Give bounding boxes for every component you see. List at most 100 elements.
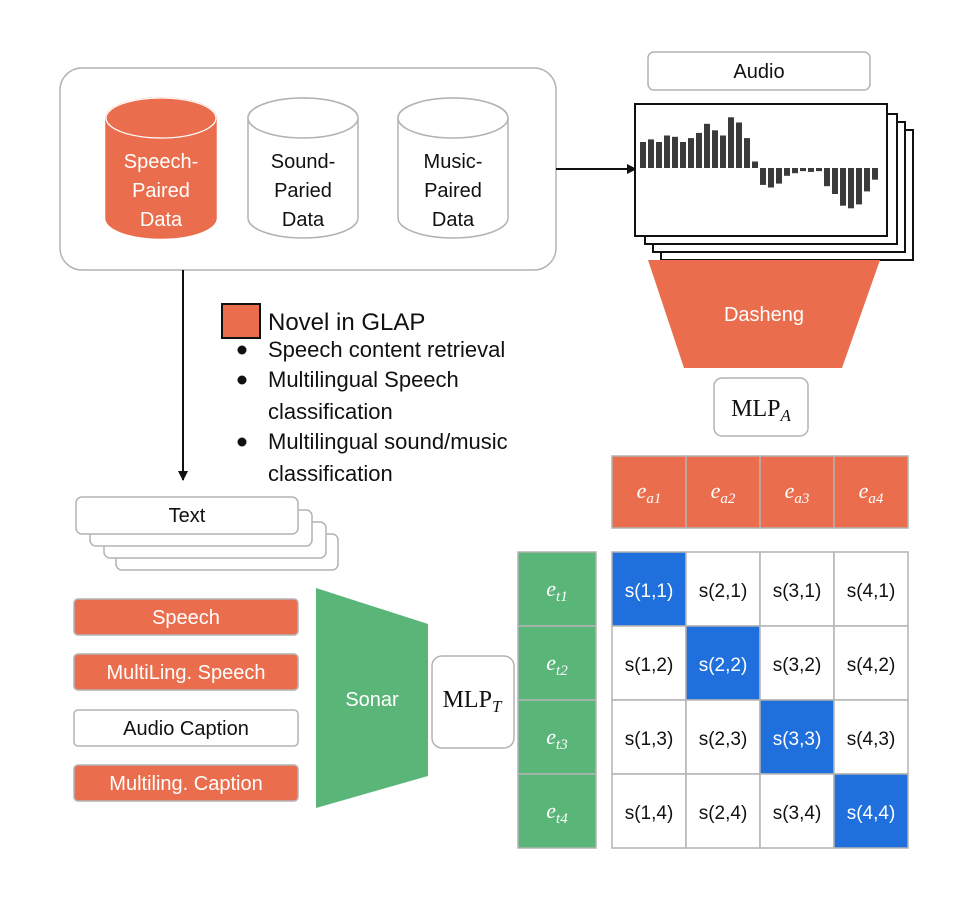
waveform-bar (752, 161, 758, 168)
audio-embedding-4: ea4 (833, 455, 909, 529)
text-category-label: MultiLing. Speech (107, 662, 266, 684)
similarity-value: s(3,2) (773, 655, 822, 676)
audio-embeddings-row: ea1 ea2 ea3 ea4 (611, 455, 909, 529)
embedding-label: et2 (546, 650, 568, 679)
bullet-dot (237, 375, 247, 385)
mlp-text-label: MLPT (443, 687, 503, 716)
embedding-label: et3 (546, 724, 567, 753)
similarity-cell: s(1,4) (611, 773, 687, 849)
waveform-bar (768, 168, 774, 188)
text-stack: Text (75, 496, 339, 571)
waveform-bar (760, 168, 766, 185)
waveform-bar (776, 168, 782, 184)
waveform-bar (704, 123, 710, 168)
waveform-bar (680, 142, 686, 168)
waveform-bar (688, 138, 694, 168)
waveform-bar (640, 142, 646, 168)
waveform-bar (792, 168, 798, 174)
similarity-cell: s(3,4) (759, 773, 835, 849)
embedding-label: et1 (546, 576, 567, 605)
text-category-label: Audio Caption (123, 718, 249, 740)
waveform-bar (728, 117, 734, 168)
similarity-value: s(1,3) (625, 729, 674, 750)
text-category-2: MultiLing. Speech (73, 653, 299, 691)
bullet-text: Multilingual sound/music (268, 429, 508, 454)
waveform-bar (744, 138, 750, 168)
waveform-bar (648, 139, 654, 168)
similarity-cell: s(1,3) (611, 699, 687, 775)
waveform-bar (784, 168, 790, 176)
waveform-bar (712, 130, 718, 168)
text-category-label: Multiling. Caption (109, 773, 262, 795)
audio-embedding-2: ea2 (685, 455, 761, 529)
text-embedding-1: et1 (517, 551, 597, 627)
similarity-cell: s(2,1) (685, 551, 761, 627)
similarity-cell: s(1,2) (611, 625, 687, 701)
waveform-bar (856, 168, 862, 205)
bullet-text: Multilingual Speech (268, 367, 459, 392)
audio-embedding-1: ea1 (611, 455, 687, 529)
similarity-cell: s(2,2) (685, 625, 761, 701)
similarity-cell: s(4,3) (833, 699, 909, 775)
similarity-value: s(1,4) (625, 803, 674, 824)
legend-label: Novel in GLAP (268, 309, 425, 336)
text-embeddings-column: et1 et2 et3 et4 (517, 551, 597, 849)
dataset-label: Paired (424, 180, 482, 202)
waveform-bar (664, 135, 670, 168)
waveform-bar (720, 135, 726, 168)
text-category-1: Speech (73, 598, 299, 636)
audio-label-box: Audio (647, 51, 871, 91)
similarity-cell: s(4,1) (833, 551, 909, 627)
waveform-bar (736, 122, 742, 168)
dataset-label: Data (432, 209, 475, 231)
waveform-bar (808, 168, 814, 172)
dataset-label: Paired (132, 180, 190, 202)
waveform-bar (840, 168, 846, 206)
similarity-cell: s(3,1) (759, 551, 835, 627)
dasheng-encoder: Dasheng (648, 260, 880, 368)
similarity-value: s(2,1) (699, 581, 748, 602)
embedding-label: ea4 (859, 478, 884, 507)
sonar-label: Sonar (345, 689, 399, 711)
similarity-cell: s(4,4) (833, 773, 909, 849)
dataset-label: Paried (274, 180, 332, 202)
similarity-cell: s(2,3) (685, 699, 761, 775)
text-stack-label: Text (169, 505, 206, 527)
text-category-label: Speech (152, 607, 220, 629)
bullet-dot (237, 437, 247, 447)
bullet-text: Speech content retrieval (268, 337, 505, 362)
legend: Novel in GLAP Speech content retrievalMu… (221, 303, 508, 486)
text-embedding-3: et3 (517, 699, 597, 775)
waveform-bar (864, 168, 870, 192)
embedding-label: ea1 (637, 478, 662, 507)
similarity-value: s(4,4) (847, 803, 896, 824)
similarity-cell: s(3,2) (759, 625, 835, 701)
similarity-value: s(3,1) (773, 581, 822, 602)
waveform-bar (696, 132, 702, 168)
dataset-label: Data (140, 209, 183, 231)
similarity-cell: s(1,1) (611, 551, 687, 627)
text-embedding-2: et2 (517, 625, 597, 701)
embedding-label: ea3 (785, 478, 810, 507)
dasheng-label: Dasheng (724, 304, 804, 326)
waveform-bar (656, 142, 662, 168)
similarity-value: s(2,4) (699, 803, 748, 824)
bullet-text-continued: classification (268, 461, 393, 486)
audio-label: Audio (733, 61, 784, 83)
dataset-label: Data (282, 209, 325, 231)
text-embedding-4: et4 (517, 773, 597, 849)
similarity-value: s(4,3) (847, 729, 896, 750)
waveform-bar (832, 168, 838, 194)
legend-swatch (221, 303, 261, 339)
mlp-audio-box: MLPA (713, 377, 809, 437)
text-category-4: Multiling. Caption (73, 764, 299, 802)
embedding-label: ea2 (711, 478, 736, 507)
similarity-matrix: s(1,1) s(2,1) s(3,1) s(4,1) s(1,2)s(2,2) s(3,… (611, 551, 909, 849)
mlp-audio-label: MLPA (731, 396, 791, 425)
